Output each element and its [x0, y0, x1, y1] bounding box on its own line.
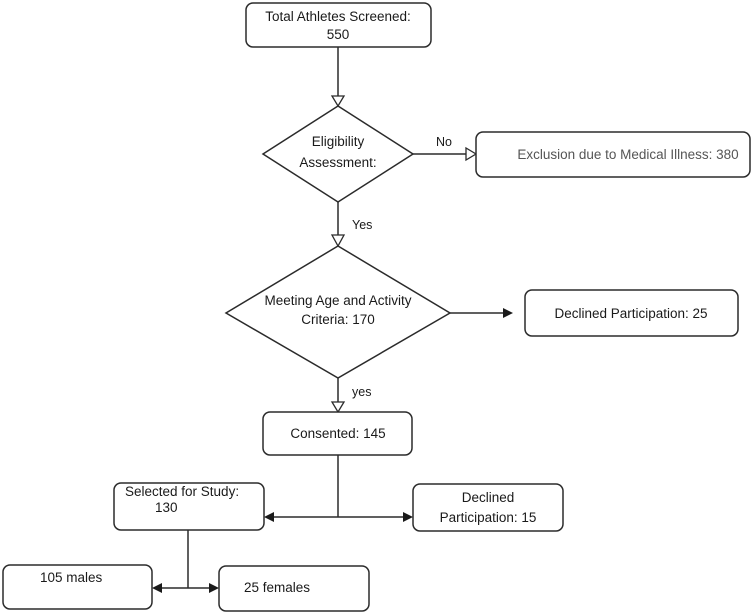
node-females-text: 25 females: [244, 580, 310, 595]
node-eligibility-line2: Assessment:: [299, 155, 376, 170]
node-consented-text: Consented: 145: [290, 426, 385, 441]
arrowhead-eligibility: [330, 95, 346, 108]
node-exclusion-medical: Exclusion due to Medical Illness: 380: [475, 131, 751, 178]
node-total-screened: Total Athletes Screened: 550: [245, 2, 432, 48]
node-age-activity-line1: Meeting Age and Activity: [264, 293, 411, 308]
edge-label-no: No: [436, 135, 452, 149]
edge-label-yes-upper: Yes: [352, 218, 372, 232]
node-age-activity-line2: Criteria: 170: [301, 312, 375, 327]
node-males-text: 105 males: [40, 570, 103, 585]
node-declined-25-text: Declined Participation: 25: [554, 306, 707, 321]
node-selected-line2: 130: [155, 500, 178, 515]
node-selected-line1: Selected for Study:: [125, 484, 239, 499]
node-exclusion-text: Exclusion due to Medical Illness: 380: [517, 147, 738, 162]
node-males: 105 males: [2, 564, 153, 610]
node-declined-15-line1: Declined: [462, 490, 515, 505]
arrowhead-males: [152, 583, 162, 593]
node-females: 25 females: [218, 565, 370, 612]
node-total-screened-line1: Total Athletes Screened:: [265, 9, 411, 24]
node-consented: Consented: 145: [262, 411, 413, 456]
node-total-screened-line2: 550: [327, 27, 350, 42]
arrowhead-consented: [330, 401, 346, 414]
node-declined-participation-15: Declined Participation: 15: [412, 483, 564, 532]
node-declined-15-line2: Participation: 15: [440, 510, 537, 525]
arrowhead-declined-15: [403, 512, 413, 522]
node-age-activity-criteria: Meeting Age and Activity Criteria: 170: [224, 245, 452, 379]
arrowhead-age-activity: [330, 234, 346, 248]
arrowhead-selected: [264, 512, 274, 522]
edge-label-yes-lower: yes: [352, 385, 371, 399]
node-declined-participation-25: Declined Participation: 25: [524, 289, 739, 337]
arrowhead-females: [209, 583, 219, 593]
arrowhead-declined-25: [503, 308, 513, 318]
arrowhead-exclusion: [465, 146, 478, 162]
node-eligibility-assessment: Eligibility Assessment:: [261, 105, 415, 203]
node-eligibility-line1: Eligibility: [312, 134, 365, 149]
node-selected-for-study: Selected for Study: 130: [113, 482, 265, 531]
